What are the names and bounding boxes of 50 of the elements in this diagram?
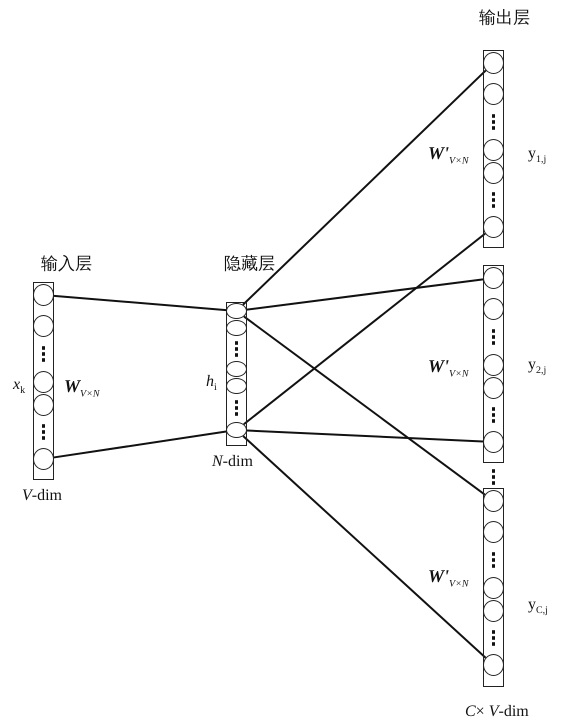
weight-label: W'$_{V×N}$ <box>428 143 469 167</box>
layer-bar <box>483 265 504 463</box>
neuron-circle <box>226 320 247 336</box>
neuron-circle <box>32 448 54 470</box>
neuron-circle <box>482 266 504 289</box>
neuron-circle <box>226 422 247 438</box>
neuron-circle <box>32 394 54 416</box>
neuron-circle <box>226 302 247 319</box>
neuron-circle <box>226 360 247 377</box>
connection-line <box>243 232 486 426</box>
neuron-circle <box>226 378 247 394</box>
neuron-circle <box>482 138 504 161</box>
connection-line <box>243 316 486 496</box>
neuron-circle <box>32 314 54 337</box>
neuron-circle <box>32 370 54 393</box>
weight-label: W'$_{V×N}$ <box>428 356 469 380</box>
input-label: x$_{k}$ <box>13 376 26 396</box>
neuron-circle <box>482 600 504 622</box>
hidden-label: h$_{i}$ <box>206 373 217 394</box>
connection-line <box>246 278 484 311</box>
neuron-circle <box>482 490 504 512</box>
connection-line <box>246 430 484 442</box>
connection-line <box>242 70 486 306</box>
dimension-label: V-dim <box>22 487 62 505</box>
layer-bar <box>483 488 504 687</box>
output-label: y$_{2,j}$ <box>528 356 546 376</box>
neuron-circle <box>482 354 504 376</box>
output-label: y$_{C,j}$ <box>528 596 548 616</box>
dimension-label: C× V-dim <box>465 703 529 721</box>
neuron-circle <box>482 298 504 320</box>
connection-line <box>54 294 226 312</box>
weight-label: W'$_{V×N}$ <box>428 566 469 590</box>
connection-line <box>242 435 486 658</box>
neuron-circle <box>482 430 504 453</box>
layer-title: 输入层 <box>41 253 92 275</box>
neuron-circle <box>482 82 504 105</box>
neuron-circle <box>32 284 54 306</box>
connection-line <box>54 430 226 458</box>
neuron-circle <box>482 576 504 599</box>
layer-title: 输出层 <box>479 7 530 29</box>
layer-title: 隐藏层 <box>224 253 275 275</box>
dimension-label: N-dim <box>212 453 253 471</box>
neuron-circle <box>482 376 504 399</box>
neuron-circle <box>482 162 504 184</box>
neuron-circle <box>482 654 504 676</box>
weight-label: W$_{V×N}$ <box>64 376 100 400</box>
neuron-circle <box>482 52 504 74</box>
neuron-circle <box>482 520 504 543</box>
output-label: y$_{1,j}$ <box>528 145 546 166</box>
neuron-circle <box>482 216 504 238</box>
